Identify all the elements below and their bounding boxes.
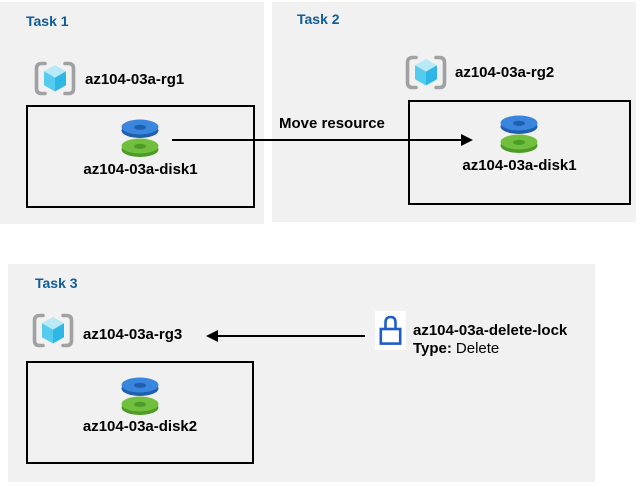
task2-panel: [272, 2, 636, 222]
task2-resource-group-label: az104-03a-rg2: [455, 64, 555, 81]
task3-title: Task 3: [35, 275, 78, 291]
lock-text-block: az104-03a-delete-lock Type:Delete: [413, 322, 567, 357]
disk-icon: [121, 377, 159, 415]
move-resource-arrow-line: [172, 139, 461, 141]
disk-icon: [121, 119, 159, 157]
resource-group-icon: [405, 55, 447, 90]
resource-group-icon: [32, 313, 74, 348]
disk-icon: [500, 115, 538, 153]
resource-group-icon: [34, 61, 76, 96]
lock-name-label: az104-03a-delete-lock: [413, 322, 568, 339]
lock-icon-glyph: [379, 315, 402, 345]
lock-arrowhead-icon: [206, 330, 218, 342]
task2-title: Task 2: [297, 11, 340, 27]
task3-disk-box: [26, 361, 254, 464]
move-resource-label: Move resource: [279, 115, 385, 132]
lock-type-line: Type:Delete: [413, 340, 567, 358]
task1-disk-box: [26, 105, 255, 208]
task3-resource-group-label: az104-03a-rg3: [83, 326, 183, 343]
move-resource-arrowhead-icon: [461, 134, 473, 146]
lock-type-value: Delete: [455, 339, 500, 357]
task1-disk-label: az104-03a-disk1: [83, 161, 198, 178]
task2-disk-label: az104-03a-disk1: [462, 157, 577, 174]
task3-panel: [8, 264, 595, 482]
lock-type-label: Type:: [413, 339, 452, 357]
task3-disk-label: az104-03a-disk2: [82, 418, 198, 435]
task1-title: Task 1: [26, 13, 69, 29]
lock-arrow-line: [218, 335, 365, 337]
task1-panel: [0, 2, 264, 224]
task1-resource-group-label: az104-03a-rg1: [85, 71, 185, 88]
task2-disk-box: [408, 100, 631, 205]
lock-icon: [375, 311, 406, 350]
